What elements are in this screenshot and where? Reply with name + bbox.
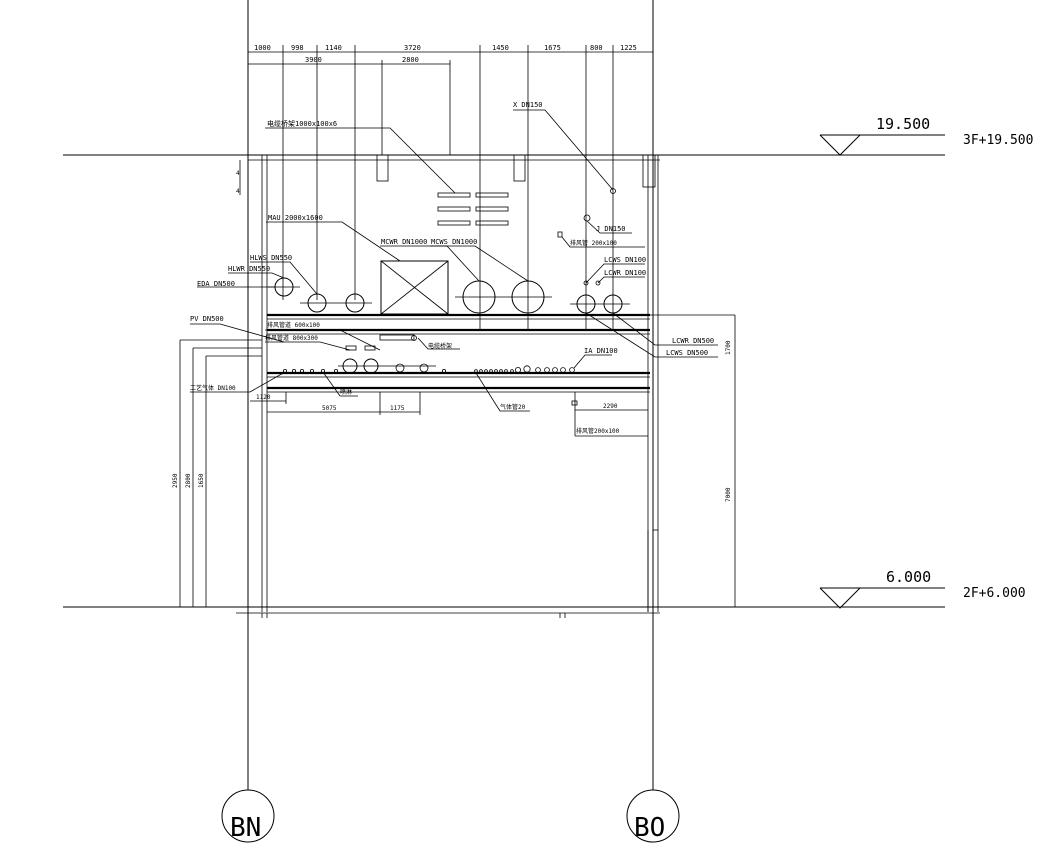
dim-text: 1700	[725, 340, 732, 355]
label-lcwr-big: LCWR DN500	[672, 337, 714, 345]
label-duct-small: 排风管 200x100	[570, 239, 617, 247]
support-frame: 1700 7000	[267, 313, 736, 607]
dim-text: 7000	[725, 487, 732, 502]
label-hlwr: HLWR DN550	[228, 265, 270, 273]
dim-text: 800	[590, 44, 603, 52]
label-gas-pipes: 气体管20	[500, 403, 526, 411]
left-pipe-group: HLWS DN550 HLWR DN550 EDA DN500	[197, 254, 372, 313]
level-marker-6000: 6.000 2F+6.000	[819, 568, 1026, 609]
dim-text: 1650	[198, 473, 205, 488]
dim-text: 1175	[390, 405, 405, 412]
right-upper-pipes: J DN150 排风管 200x100 LCWS DN100 LCWR DN10…	[557, 214, 646, 286]
dim-text: 3900	[305, 56, 322, 64]
label-cable-box: 电缆桥架	[428, 342, 452, 350]
label-mau: MAU 2000x1600	[268, 214, 323, 222]
grid-label: BO	[634, 813, 665, 843]
slab-ticks	[261, 529, 658, 618]
grid-bubble-bn: BN	[221, 789, 275, 843]
dim-text: 2950	[172, 473, 179, 488]
dim-text: 1120	[256, 394, 271, 401]
floor-slab-3f	[63, 154, 945, 161]
x-pipe-callout: X DN150	[513, 101, 616, 194]
level-floor: 3F+19.500	[963, 133, 1033, 148]
label-pipe-left: 工艺气体 DN100	[190, 384, 236, 392]
label-eda: EDA DN500	[197, 280, 235, 288]
label-lcwr-small: LCWR DN100	[604, 269, 646, 277]
label-sprinkler: 喷淋	[340, 388, 352, 396]
dim-text: 1140	[325, 44, 342, 52]
label-j-pipe: J DN150	[596, 225, 626, 233]
label-lcws-small: LCWS DN100	[604, 256, 646, 264]
level-marker-19500: 19.500 3F+19.500	[819, 115, 1033, 156]
dim-text: 2800	[402, 56, 419, 64]
dim-text: 4	[236, 170, 240, 177]
grid-bubble-bo: BO	[626, 789, 680, 843]
dim-text: 2290	[603, 403, 618, 410]
dim-text: 1000	[254, 44, 271, 52]
label-duct-600: 排风管道 600x100	[267, 321, 320, 329]
lower-annotations: 工艺气体 DN100 喷淋 气体管20 1120 5075 1175 2290 …	[190, 371, 648, 437]
label-hlws: HLWS DN550	[250, 254, 292, 262]
label-lcws-big: LCWS DN500	[666, 349, 708, 357]
top-dimension-chain: 1000 998 1140 3720 1450 1675 800 1225 39…	[247, 44, 654, 330]
dim-text: 1225	[620, 44, 637, 52]
label-duct-bottom: 排风管200x100	[576, 427, 620, 435]
label-mcwr: MCWR DN1000	[381, 238, 427, 246]
level-value: 19.500	[876, 115, 930, 133]
dim-text: 5075	[322, 405, 337, 412]
level-floor: 2F+6.000	[963, 586, 1026, 601]
mcw-pipes: MCWR DN1000 MCWS DN1000	[380, 238, 552, 314]
label-mcws: MCWS DN1000	[431, 238, 477, 246]
grid-label: BN	[230, 813, 261, 843]
dim-text: 1675	[544, 44, 561, 52]
floor-slab-2f	[63, 606, 945, 614]
cable-tray-stack: 电缆桥架1000x100x6	[265, 119, 509, 226]
label-ia: IA DN100	[584, 347, 618, 355]
gas-pipe-row: IA DN100	[282, 347, 618, 373]
lcw-big-pipes: LCWR DN500 LCWS DN500	[570, 294, 718, 358]
level-value: 6.000	[886, 568, 931, 586]
label-duct-800: 排风管道 800x300	[265, 334, 318, 342]
dim-text: 1450	[492, 44, 509, 52]
left-vertical-dims: 2950 2800 1650	[172, 339, 262, 607]
middle-tier: 排风管道 600x100 排风管道 800x300 PV DN500 电缆桥架	[190, 315, 460, 374]
label-cable-tray-top: 电缆桥架1000x100x6	[267, 119, 337, 128]
label-x-pipe: X DN150	[513, 101, 543, 109]
label-pv: PV DN500	[190, 315, 224, 323]
mau-duct: MAU 2000x1600	[266, 214, 449, 315]
dim-text: 4	[236, 188, 240, 195]
dim-text: 2800	[185, 473, 192, 488]
dim-text: 3720	[404, 44, 421, 52]
dim-text: 998	[291, 44, 304, 52]
ceiling-hangers: 4 4	[236, 154, 656, 195]
grid-lines	[247, 0, 659, 790]
